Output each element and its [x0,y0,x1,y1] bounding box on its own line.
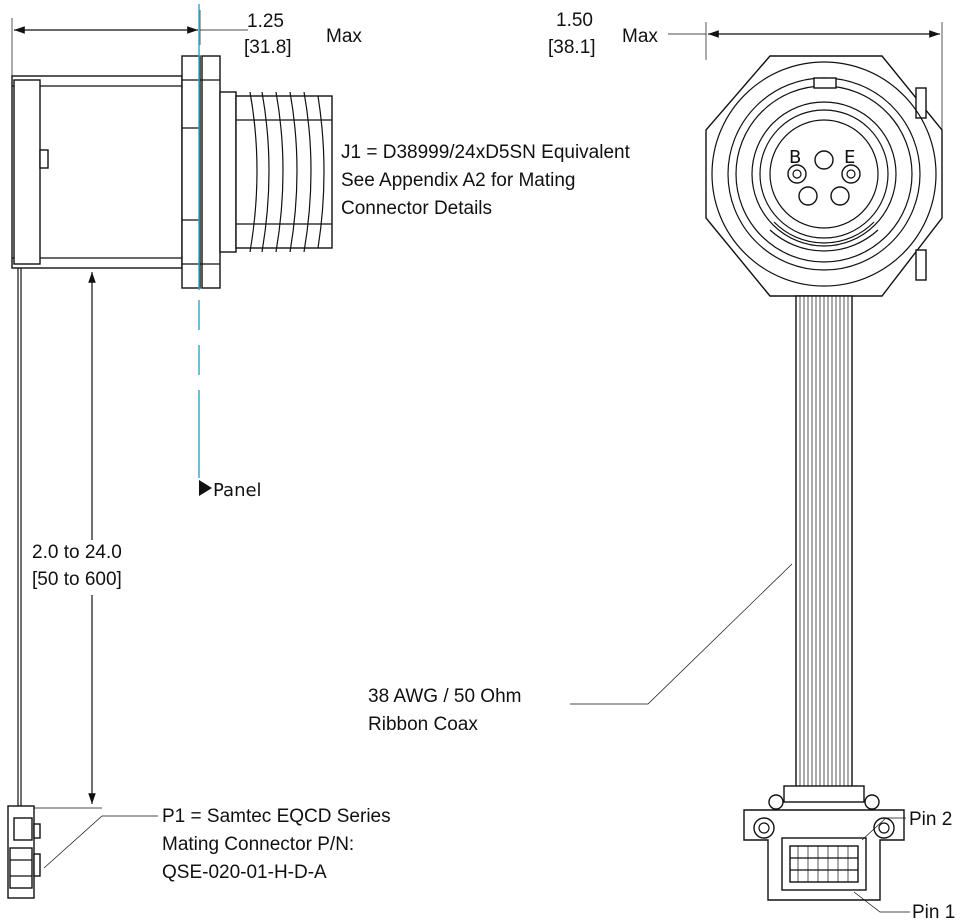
side-length-dimension: 2.0 to 24.0 [50 to 600] [20,267,122,809]
j1-note-line-3: Connector Details [341,198,492,219]
panel-arrow-icon [199,480,212,496]
contact-array: B E [787,147,861,206]
pin-letter-b: B [789,147,801,168]
pin-labels: Pin 2 Pin 1 [853,809,955,922]
contact-bottom-right [830,186,850,206]
j1-note: J1 = D38999/24xD5SN Equivalent See Appen… [341,142,631,219]
side-length-metric: [50 to 600] [32,569,122,590]
side-length-value: 2.0 to 24.0 [32,542,122,563]
j1-note-line-2: See Appendix A2 for Mating [341,170,576,191]
side-cable [17,268,22,806]
front-width-max: Max [622,26,658,47]
contact-b [787,164,807,184]
panel-label: Panel [213,480,262,501]
j1-note-line-1: J1 = D38999/24xD5SN Equivalent [341,142,631,163]
ribbon-cable [795,295,853,789]
front-width-dimension: 1.50 [38.1] Max [548,10,943,130]
side-view: 1.25 [31.8] Max [7,4,631,899]
pin-letter-e: E [844,147,855,168]
p1-connector-side [7,805,41,899]
cable-note-line-2: Ribbon Coax [368,714,478,735]
front-width-metric: [38.1] [548,37,596,58]
p1-note-line-2: Mating Connector P/N: [162,834,354,855]
pin-2-label: Pin 2 [909,809,952,830]
contact-bottom-left [798,186,818,206]
panel-line: Panel [198,4,262,501]
side-width-dimension: 1.25 [31.8] Max [11,10,362,80]
side-width-max: Max [326,26,362,47]
p1-connector-front [743,785,905,901]
contact-center-top [814,150,834,170]
mount-hole-left-icon [753,817,775,839]
front-width-value: 1.50 [556,10,593,31]
p1-note: P1 = Samtec EQCD Series Mating Connector… [43,806,391,883]
receptacle-body [11,55,333,289]
contact-e [841,164,861,184]
side-width-metric: [31.8] [244,37,292,58]
mount-hole-right-icon [873,817,895,839]
pin-1-label: Pin 1 [912,902,955,922]
cable-note: 38 AWG / 50 Ohm Ribbon Coax [368,563,793,735]
front-view: 1.50 [38.1] Max B [368,10,955,922]
side-width-value: 1.25 [247,11,284,32]
p1-note-line-1: P1 = Samtec EQCD Series [162,806,391,827]
cable-note-line-1: 38 AWG / 50 Ohm [368,686,521,707]
p1-note-line-3: QSE-020-01-H-D-A [162,862,327,883]
hex-nut [705,55,943,297]
